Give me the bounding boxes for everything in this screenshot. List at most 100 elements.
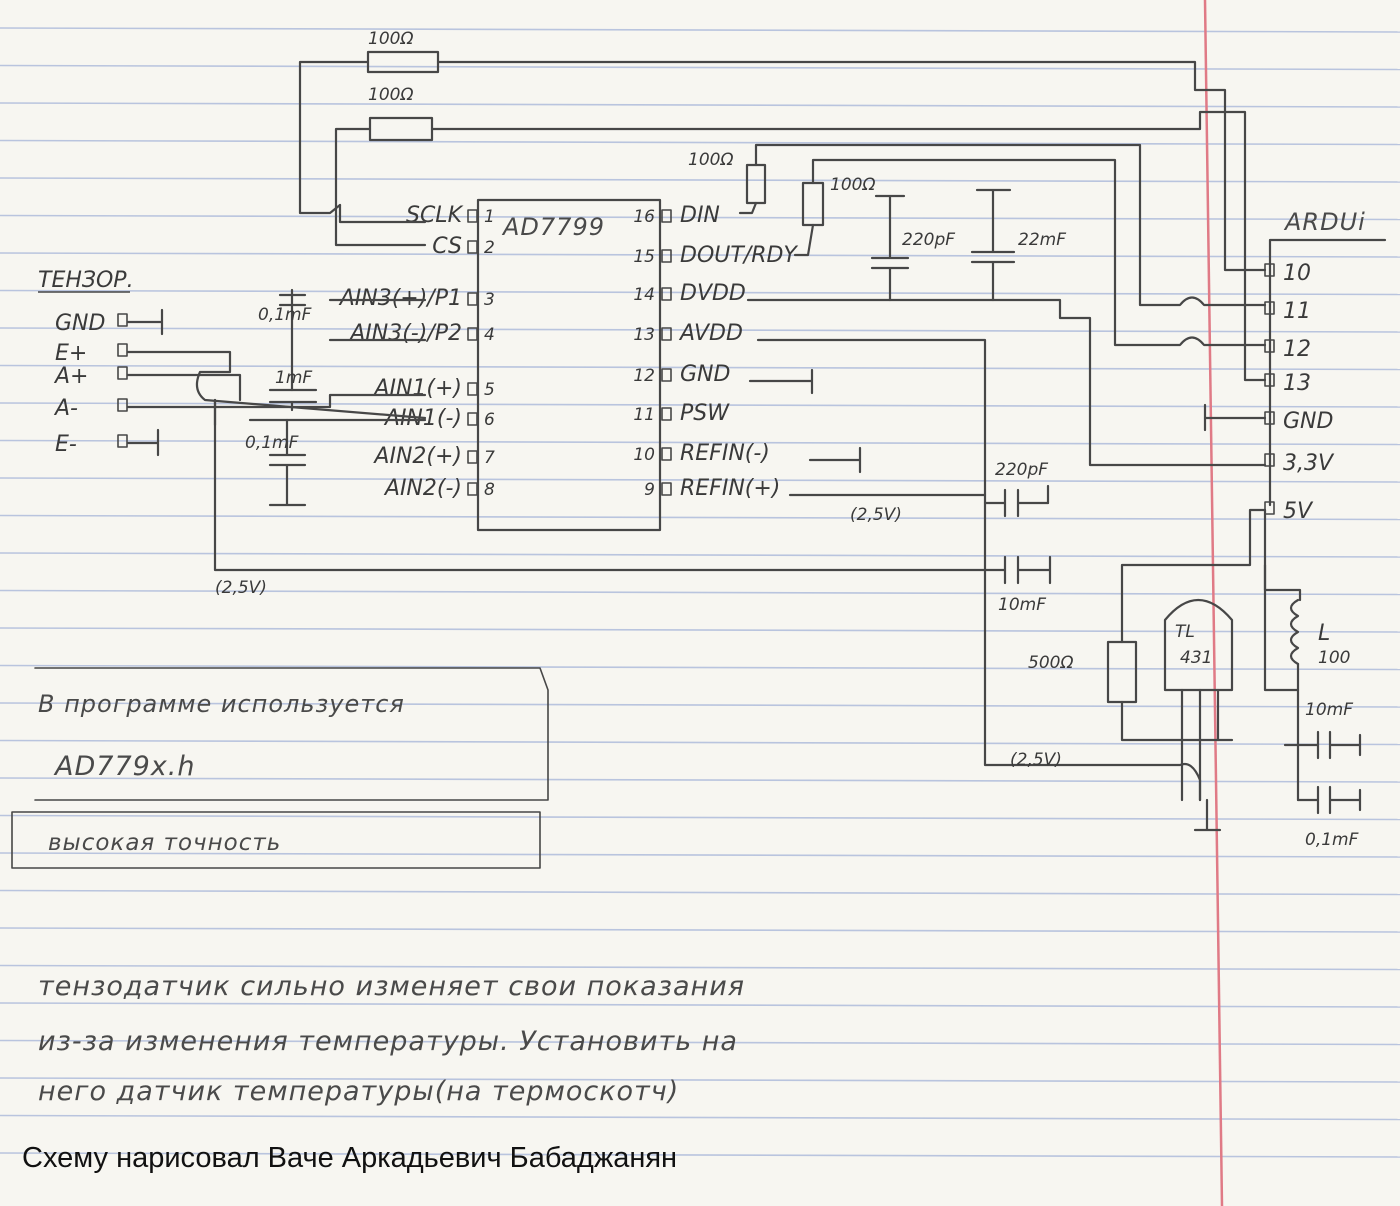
ruling-line — [0, 102, 1400, 108]
svg-text:10mF: 10mF — [1305, 700, 1353, 720]
temperature-note-line1: тензодатчик сильно изменяет свои показан… — [38, 971, 745, 1002]
chip-right-pin-number: 12 — [633, 366, 655, 386]
arduino-pin-label: 12 — [1283, 337, 1311, 362]
ruling-line — [0, 252, 1400, 258]
chip-right-pin-number: 16 — [633, 207, 655, 227]
arduino-pin-box — [1264, 339, 1275, 353]
resistor-top-2 — [368, 116, 434, 142]
chip-right-pin-label: AVDD — [678, 321, 743, 346]
arduino-pin-label: 11 — [1283, 299, 1311, 324]
chip-right-pin-number: 14 — [633, 285, 655, 305]
ruling-line — [0, 289, 1400, 296]
notebook-ruling — [0, 27, 1400, 1158]
author-caption: Схему нарисовал Ваче Аркадьевич Бабаджан… — [22, 1142, 678, 1174]
arduino-pin-box — [1264, 301, 1275, 315]
sensor-pin-box — [117, 434, 128, 448]
svg-text:L: L — [1318, 621, 1330, 646]
resistor-din — [745, 163, 767, 205]
resistor-top-2-label: 100Ω — [368, 85, 413, 105]
chip-left-pin-box — [467, 240, 478, 254]
capacitor-10mf-ref: 10mF — [998, 555, 1052, 615]
sensor-pin-label: E- — [55, 432, 77, 457]
chip-right-pin-box — [661, 249, 672, 263]
chip-right-pin-box — [661, 482, 672, 496]
ruling-line — [0, 477, 1400, 483]
sensor-pin-box — [117, 366, 128, 380]
chip-left-pin-label: AIN3(+)/P1 — [338, 286, 462, 311]
svg-text:0,1mF: 0,1mF — [1305, 830, 1359, 850]
svg-text:220pF: 220pF — [995, 460, 1048, 480]
arduino-title: ARDUi — [1283, 208, 1366, 236]
chip-left-pin-label: CS — [432, 234, 462, 259]
chip-left-pin-box — [467, 382, 478, 396]
chip-left-pin-number: 6 — [484, 410, 495, 430]
arduino-pin-box — [1264, 373, 1275, 387]
chip-right-pin-label: GND — [680, 362, 730, 387]
library-note-line1: В программе используется — [38, 690, 405, 718]
sensor-pin-label: E+ — [55, 341, 87, 366]
library-note-line2: AD779x.h — [53, 751, 195, 782]
capacitor-22mf: 22mF — [970, 188, 1066, 302]
arduino-pin-label: 13 — [1283, 371, 1311, 396]
resistor-din-label: 100Ω — [688, 150, 733, 170]
ruling-line — [0, 1039, 1400, 1046]
chip-left-pin-label: SCLK — [406, 203, 464, 228]
ruling-line — [0, 514, 1400, 521]
chip-left-pin-label: AIN2(+) — [372, 444, 462, 469]
ruling-line — [0, 1002, 1400, 1008]
chip-right-pin-number: 15 — [633, 247, 655, 267]
svg-text:500Ω: 500Ω — [1028, 653, 1073, 673]
ruling-line — [0, 552, 1400, 558]
svg-text:TL: TL — [1175, 622, 1195, 642]
chip-right-pin-box — [661, 287, 672, 301]
chip-left-pin-number: 5 — [484, 380, 495, 400]
voltage-ref-mid: (2,5V) — [850, 505, 902, 525]
arduino-pin-label: GND — [1283, 409, 1333, 434]
chip-left-pin-box — [467, 292, 478, 306]
tl431-regulator: TL 431 — [1163, 598, 1234, 832]
chip-left-pin-label: AIN2(-) — [383, 476, 462, 501]
chip-left-pin-number: 7 — [484, 448, 495, 468]
svg-text:10mF: 10mF — [998, 595, 1046, 615]
resistor-dout — [801, 181, 825, 227]
chip-left-pin-box — [467, 482, 478, 496]
ruling-line — [0, 777, 1400, 783]
chip-left-pin-number: 8 — [484, 480, 495, 500]
sensor-pin-box — [117, 398, 128, 412]
ruling-line — [0, 139, 1400, 146]
chip-left-pin-number: 1 — [484, 207, 495, 227]
ruling-line — [0, 402, 1400, 408]
voltage-ref-left: (2,5V) — [215, 578, 267, 598]
svg-text:0,1mF: 0,1mF — [258, 305, 312, 325]
capacitor-1mf: 1mF — [268, 368, 318, 412]
ruling-line — [0, 927, 1400, 933]
chip-right-pin-box — [661, 368, 672, 382]
chip-right-pin-number: 10 — [633, 445, 655, 465]
ruling-line — [0, 964, 1400, 971]
chip-right-pin-label: DOUT/RDY — [680, 243, 798, 268]
sensor-pin-box — [117, 343, 128, 357]
voltage-ref-tl: (2,5V) — [1010, 750, 1062, 770]
ruling-line — [0, 814, 1400, 821]
sensor-pin-label: GND — [55, 311, 105, 336]
ruling-line — [0, 1114, 1400, 1121]
arduino-pin-box — [1264, 263, 1275, 277]
svg-text:431: 431 — [1180, 648, 1212, 668]
resistor-dout-label: 100Ω — [830, 175, 875, 195]
ruling-line — [0, 177, 1400, 183]
sensor-pin-label: A- — [53, 396, 78, 421]
sensor-pin-box — [117, 313, 128, 327]
ruling-line — [0, 589, 1400, 596]
ruling-line — [0, 702, 1400, 708]
svg-text:22mF: 22mF — [1018, 230, 1066, 250]
capacitor-01mf-top: 0,1mF — [258, 288, 312, 392]
chip-right-pin-number: 13 — [633, 325, 655, 345]
sensor-title: ТЕНЗОР. — [38, 268, 134, 293]
chip-right-pin-label: PSW — [680, 401, 730, 426]
svg-text:1mF: 1mF — [275, 368, 312, 388]
ruling-line — [0, 889, 1400, 896]
ruling-line — [0, 1152, 1400, 1158]
chip-right-pin-label: DIN — [680, 203, 720, 228]
